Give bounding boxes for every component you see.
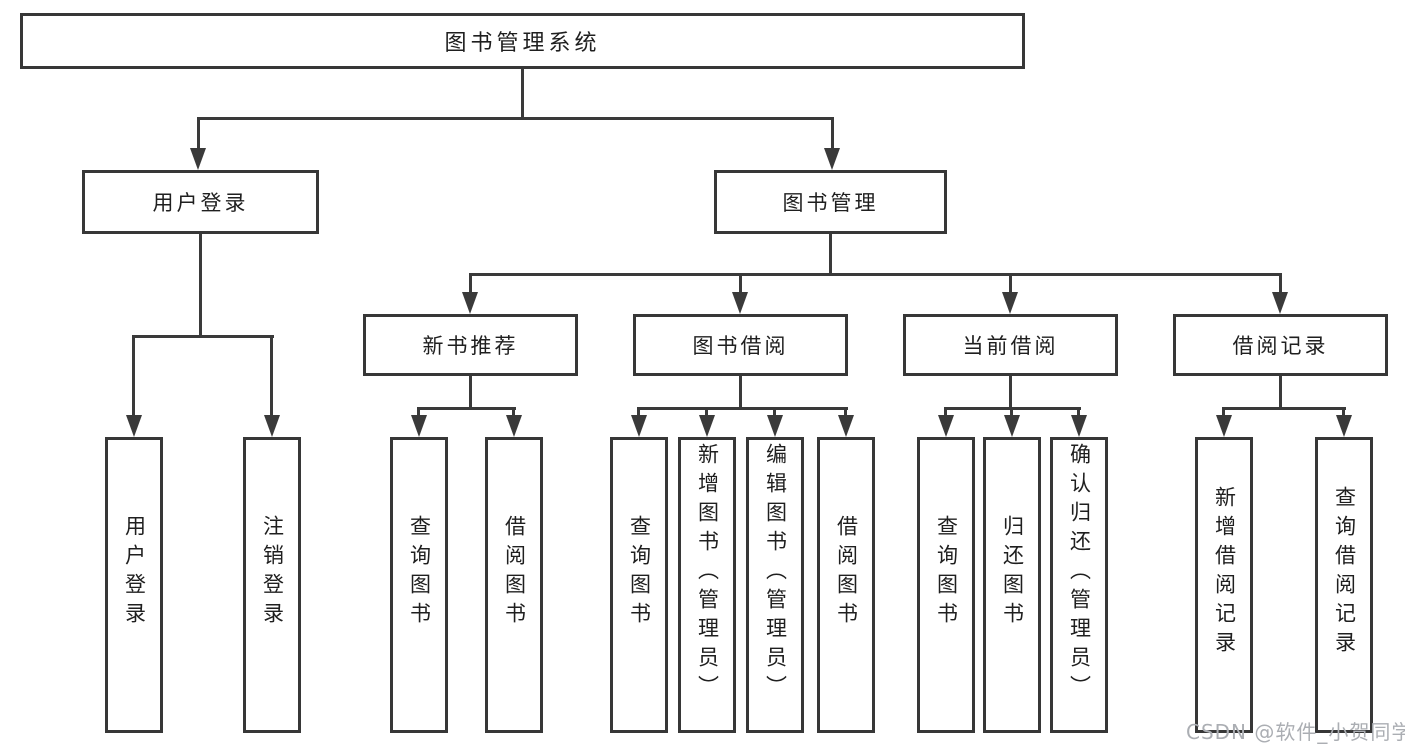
connector-line xyxy=(705,407,708,417)
node-root-label: 图书管理系统 xyxy=(444,31,601,56)
leaf-query-book-1: 查询图书 xyxy=(390,437,448,733)
arrowhead-icon xyxy=(126,415,142,437)
connector-line xyxy=(1222,407,1225,417)
node-book-management-label: 图书管理 xyxy=(782,191,879,215)
leaf-borrow-book-2-label: 借阅图书 xyxy=(834,515,859,631)
arrowhead-icon xyxy=(506,415,522,437)
leaf-query-book-2: 查询图书 xyxy=(610,437,668,733)
arrowhead-icon xyxy=(767,415,783,437)
leaf-confirm-return-admin: 确认归还（管理员） xyxy=(1050,437,1108,733)
connector-line xyxy=(831,117,834,150)
arrowhead-icon xyxy=(190,148,206,170)
node-current-borrow: 当前借阅 xyxy=(903,314,1118,376)
leaf-user-login-label: 用户登录 xyxy=(122,515,147,631)
connector-line xyxy=(829,234,832,273)
arrowhead-icon xyxy=(631,415,647,437)
node-new-book-recommend-label: 新书推荐 xyxy=(422,334,519,358)
leaf-borrow-book-1-label: 借阅图书 xyxy=(502,515,527,631)
connector-line xyxy=(739,376,742,407)
leaf-add-book-admin: 新增图书（管理员） xyxy=(678,437,736,733)
connector-line xyxy=(132,335,274,338)
arrowhead-icon xyxy=(732,292,748,314)
arrowhead-icon xyxy=(1272,292,1288,314)
connector-line xyxy=(637,407,848,410)
leaf-user-login: 用户登录 xyxy=(105,437,163,733)
arrowhead-icon xyxy=(264,415,280,437)
connector-line xyxy=(469,376,472,407)
leaf-query-book-3-label: 查询图书 xyxy=(934,515,959,631)
leaf-return-book-label: 归还图书 xyxy=(1000,515,1025,631)
connector-line xyxy=(1279,273,1282,294)
leaf-add-book-admin-label: 新增图书（管理员） xyxy=(695,442,720,704)
leaf-query-borrow-record: 查询借阅记录 xyxy=(1315,437,1373,733)
node-user-login: 用户登录 xyxy=(82,170,319,234)
connector-line xyxy=(132,335,135,417)
connector-line xyxy=(773,407,776,417)
node-new-book-recommend: 新书推荐 xyxy=(363,314,578,376)
connector-line xyxy=(844,407,847,417)
arrowhead-icon xyxy=(1336,415,1352,437)
arrowhead-icon xyxy=(1004,415,1020,437)
connector-line xyxy=(417,407,420,417)
node-current-borrow-label: 当前借阅 xyxy=(962,334,1059,358)
connector-line xyxy=(270,335,273,417)
node-root: 图书管理系统 xyxy=(20,13,1025,69)
connector-line xyxy=(1009,376,1012,407)
connector-line xyxy=(1279,376,1282,407)
leaf-query-book-2-label: 查询图书 xyxy=(627,515,652,631)
connector-line xyxy=(512,407,515,417)
connector-line xyxy=(197,117,200,150)
node-book-management: 图书管理 xyxy=(714,170,947,234)
arrowhead-icon xyxy=(1216,415,1232,437)
connector-line xyxy=(197,117,834,120)
leaf-query-book-1-label: 查询图书 xyxy=(407,515,432,631)
connector-line xyxy=(739,273,742,294)
leaf-edit-book-admin: 编辑图书（管理员） xyxy=(746,437,804,733)
node-book-borrow: 图书借阅 xyxy=(633,314,848,376)
leaf-edit-book-admin-label: 编辑图书（管理员） xyxy=(763,442,788,704)
leaf-logout-label: 注销登录 xyxy=(260,515,285,631)
connector-line xyxy=(417,407,516,410)
connector-line xyxy=(1010,407,1013,417)
node-user-login-label: 用户登录 xyxy=(152,191,249,215)
leaf-return-book: 归还图书 xyxy=(983,437,1041,733)
arrowhead-icon xyxy=(938,415,954,437)
connector-line xyxy=(469,273,1282,276)
connector-line xyxy=(469,273,472,294)
arrowhead-icon xyxy=(838,415,854,437)
leaf-query-book-3: 查询图书 xyxy=(917,437,975,733)
arrowhead-icon xyxy=(1002,292,1018,314)
node-borrow-record-label: 借阅记录 xyxy=(1232,334,1329,358)
leaf-add-borrow-record-label: 新增借阅记录 xyxy=(1212,486,1237,660)
leaf-logout: 注销登录 xyxy=(243,437,301,733)
connector-line xyxy=(1077,407,1080,417)
arrowhead-icon xyxy=(1071,415,1087,437)
node-borrow-record: 借阅记录 xyxy=(1173,314,1388,376)
arrowhead-icon xyxy=(462,292,478,314)
watermark: CSDN @软件_小贺同学 xyxy=(1186,720,1405,744)
connector-line xyxy=(1009,273,1012,294)
connector-line xyxy=(521,69,524,117)
leaf-borrow-book-2: 借阅图书 xyxy=(817,437,875,733)
connector-line xyxy=(1342,407,1345,417)
connector-line xyxy=(1222,407,1346,410)
arrowhead-icon xyxy=(824,148,840,170)
leaf-add-borrow-record: 新增借阅记录 xyxy=(1195,437,1253,733)
connector-line xyxy=(944,407,947,417)
leaf-query-borrow-record-label: 查询借阅记录 xyxy=(1332,486,1357,660)
leaf-borrow-book-1: 借阅图书 xyxy=(485,437,543,733)
leaf-confirm-return-admin-label: 确认归还（管理员） xyxy=(1067,442,1092,704)
arrowhead-icon xyxy=(411,415,427,437)
connector-line xyxy=(199,234,202,335)
node-book-borrow-label: 图书借阅 xyxy=(692,334,789,358)
arrowhead-icon xyxy=(699,415,715,437)
connector-line xyxy=(637,407,640,417)
